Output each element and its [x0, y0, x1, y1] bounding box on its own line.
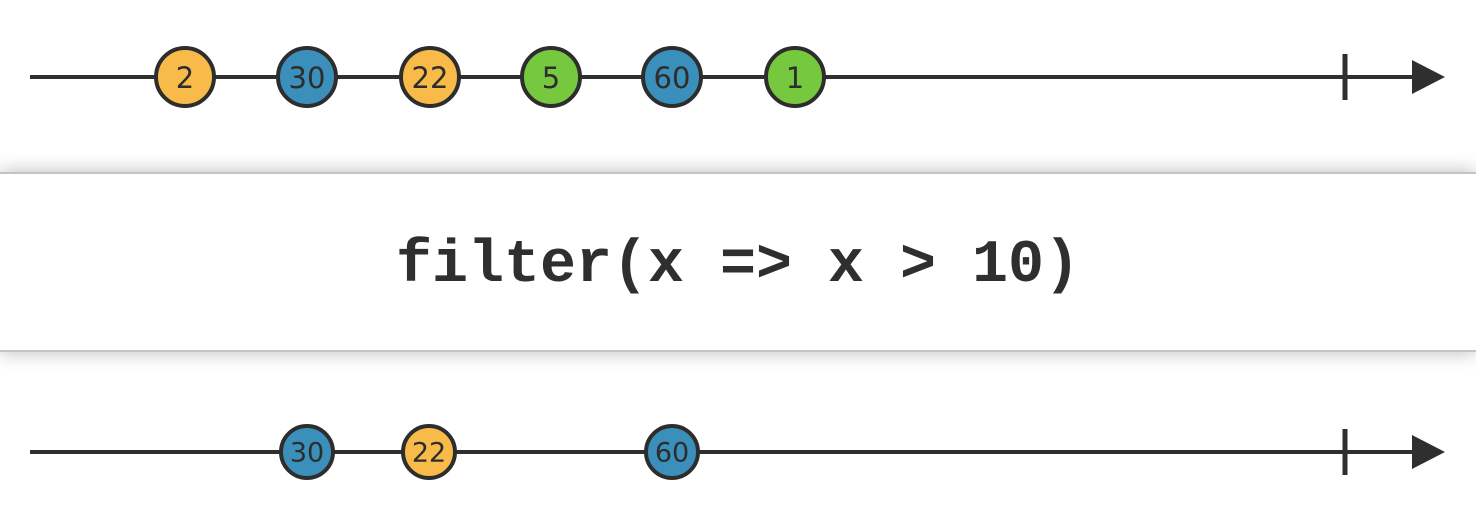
marble-value: 2 [176, 61, 194, 95]
marble-value: 1 [786, 61, 804, 95]
marble-group: 30 22 60 [279, 424, 700, 480]
marble-value: 30 [289, 61, 326, 95]
marble[interactable] [641, 46, 703, 108]
marble[interactable] [764, 46, 826, 108]
arrowhead-icon [1412, 435, 1445, 469]
marble-value: 30 [290, 438, 324, 469]
source-stream-band: 2 30 22 5 60 1 [0, 0, 1476, 172]
marble[interactable] [154, 46, 216, 108]
operator-box: filter(x => x > 10) [0, 172, 1476, 352]
marble[interactable] [401, 424, 457, 480]
marble[interactable] [276, 46, 338, 108]
marble-value: 60 [654, 61, 691, 95]
marble[interactable] [279, 424, 335, 480]
operator-code: filter(x => x > 10) [395, 232, 1081, 300]
output-stream-band: 30 22 60 [0, 352, 1476, 520]
marble[interactable] [644, 424, 700, 480]
output-stream-timeline: 30 22 60 [30, 424, 1445, 480]
marble[interactable] [399, 46, 461, 108]
marble-value: 5 [542, 61, 560, 95]
marble-value: 22 [412, 438, 446, 469]
marble[interactable] [520, 46, 582, 108]
marble-value: 22 [412, 61, 449, 95]
marble-group: 2 30 22 5 60 1 [154, 46, 826, 108]
source-stream-timeline: 2 30 22 5 60 1 [30, 46, 1445, 108]
marble-value: 60 [655, 438, 689, 469]
arrowhead-icon [1412, 60, 1445, 94]
